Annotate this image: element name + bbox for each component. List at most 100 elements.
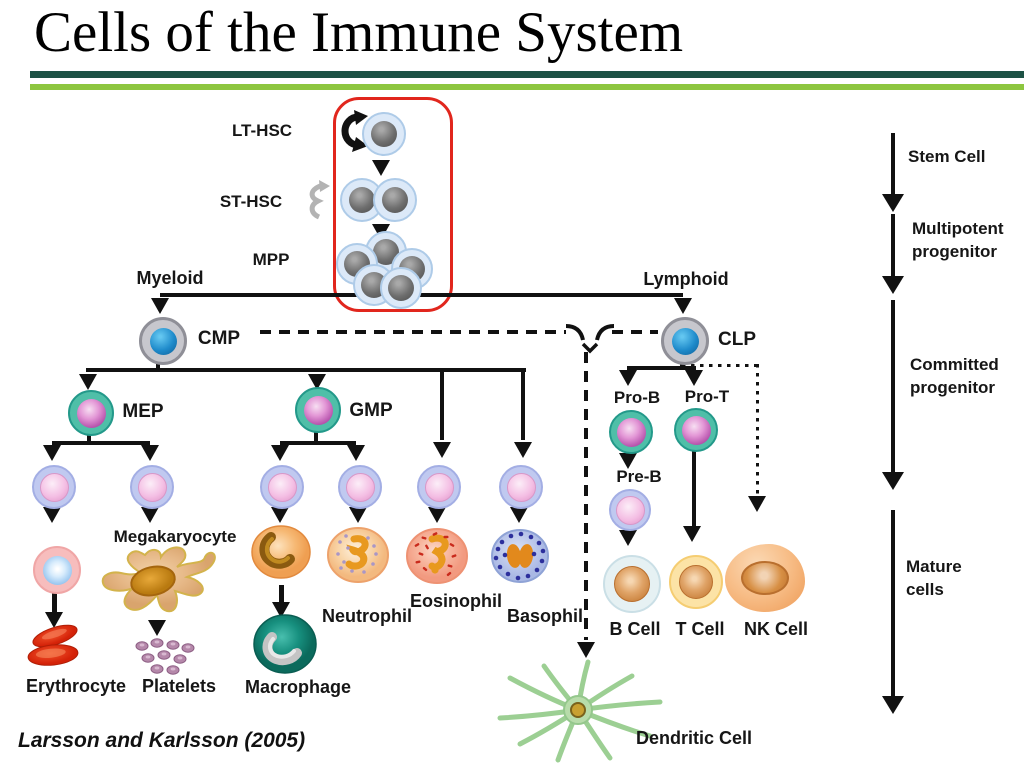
label-macrophage: Macrophage (244, 677, 352, 697)
stage-arrowhead-stem (882, 194, 904, 212)
arrowhead-to-erythroblast (43, 507, 61, 523)
arrowhead-to-eosinophil (428, 507, 446, 523)
lt-hsc-cell (362, 112, 406, 156)
stage-arrow-stem-line (891, 133, 895, 196)
stage-arrowhead-mature (882, 696, 904, 714)
stem-compartment-highlight-box (333, 97, 453, 312)
stage-label-multipotent-line2: progenitor (912, 241, 997, 261)
self-renewal-arrow-gray-icon (309, 180, 330, 220)
mep-branch-line (52, 441, 150, 445)
cmp-direct-line-2 (521, 368, 525, 440)
label-platelets: Platelets (141, 676, 217, 696)
label-nk-cell: NK Cell (743, 619, 808, 639)
precursor-cell-2 (130, 465, 174, 509)
basophil-cell (491, 529, 549, 583)
label-megakaryocyte: Megakaryocyte (113, 527, 237, 546)
st-hsc-cell-2 (373, 178, 417, 222)
arrowhead-to-pro-b (619, 370, 637, 386)
stage-arrowhead-committed (882, 472, 904, 490)
arrowhead-to-t-cell (683, 526, 701, 542)
precursor-cell-4 (338, 465, 382, 509)
arrowhead-pro-b-to-pre-b (619, 453, 637, 469)
arrowhead-to-dendritic (577, 642, 595, 658)
label-t-cell: T Cell (675, 619, 725, 639)
precursor-cell-1 (32, 465, 76, 509)
arrowhead-to-mep (79, 374, 97, 390)
label-pre-b: Pre-B (616, 467, 662, 486)
label-st-hsc: ST-HSC (219, 192, 283, 211)
erythrocyte-cells (27, 624, 79, 666)
label-pro-t: Pro-T (684, 387, 730, 406)
label-pro-b: Pro-B (613, 388, 661, 407)
stage-label-committed-line1: Committed (910, 355, 999, 374)
eosinophil-cell (406, 528, 468, 584)
macrophage-cell (253, 614, 317, 674)
arrowhead-to-basophil (510, 507, 528, 523)
arrowhead-gmp-right (347, 445, 365, 461)
stage-label-mature-line2: cells (906, 579, 944, 599)
label-eosinophil: Eosinophil (410, 591, 502, 611)
citation: Larsson and Karlsson (2005) (18, 729, 306, 752)
precursor-cell-6 (499, 465, 543, 509)
arrowhead-mep-right (141, 445, 159, 461)
arrowhead-lt-to-st (372, 160, 390, 176)
erythrocyte-arrow-line (52, 592, 57, 614)
dashed-junction-curves (565, 324, 615, 354)
clp-cell (661, 317, 709, 365)
precursor-cell-3 (260, 465, 304, 509)
gmp-cell (295, 387, 341, 433)
stage-arrowhead-multipotent (882, 276, 904, 294)
arrowhead-to-cmp (151, 298, 169, 314)
gmp-branch-line (280, 441, 356, 445)
label-clp: CLP (718, 329, 756, 350)
dendritic-cell (497, 659, 663, 763)
label-gmp: GMP (349, 400, 393, 421)
self-renewal-arrow-icon (341, 110, 368, 152)
arrowhead-to-macrophage (272, 602, 290, 618)
page-title: Cells of the Immune System (34, 1, 684, 64)
cmp-cell (139, 317, 187, 365)
stage-arrow-mature-line (891, 510, 895, 696)
myeloid-lymphoid-branch-line (160, 293, 683, 297)
b-cell (603, 555, 661, 613)
title-rule-light (30, 84, 1024, 90)
arrowhead-mep-left (43, 445, 61, 461)
t-cell (669, 555, 723, 609)
nk-cell (725, 544, 805, 612)
label-lymphoid: Lymphoid (643, 269, 729, 289)
label-mpp: MPP (252, 250, 290, 269)
arrowhead-gmp-left (271, 445, 289, 461)
neutrophil-cell (327, 527, 389, 583)
pro-t-cell (674, 408, 718, 452)
label-mep: MEP (122, 401, 164, 422)
macrophage-arrow-line (279, 585, 284, 604)
label-cmp: CMP (197, 328, 241, 349)
stage-label-stem-cell: Stem Cell (908, 147, 986, 166)
stage-label-mature-cells: Mature cells (906, 556, 962, 602)
cmp-branch-line (86, 368, 526, 372)
clp-branch-line (627, 366, 696, 370)
arrowhead-to-erythrocyte (45, 612, 63, 628)
label-dendritic-cell: Dendritic Cell (635, 728, 753, 748)
pro-t-arrow-line (692, 448, 696, 526)
clp-nk-dotted-line-h (682, 364, 758, 367)
mep-stem-line (87, 432, 91, 441)
pro-b-cell (609, 410, 653, 454)
clp-dendritic-dashed-line (612, 330, 658, 334)
cmp-dendritic-dashed-line (260, 330, 566, 334)
stage-arrow-multipotent-line (891, 214, 895, 276)
label-neutrophil: Neutrophil (322, 606, 412, 626)
clp-nk-dotted-line-v (756, 364, 759, 496)
arrowhead-to-clp (674, 298, 692, 314)
title-rule-dark (30, 71, 1024, 78)
label-basophil: Basophil (506, 606, 583, 626)
stage-arrow-committed-line (891, 300, 895, 472)
stage-label-committed-progenitor: Committed progenitor (910, 354, 999, 400)
arrowhead-to-platelets (148, 620, 166, 636)
stage-label-multipotent-progenitor: Multipotent progenitor (912, 218, 1004, 264)
arrowhead-to-megakaryocyte (141, 507, 159, 523)
arrowhead-to-nk-cell (748, 496, 766, 512)
platelet-cells (135, 638, 195, 675)
precursor-cell-5 (417, 465, 461, 509)
gmp-stem-line (314, 429, 318, 441)
